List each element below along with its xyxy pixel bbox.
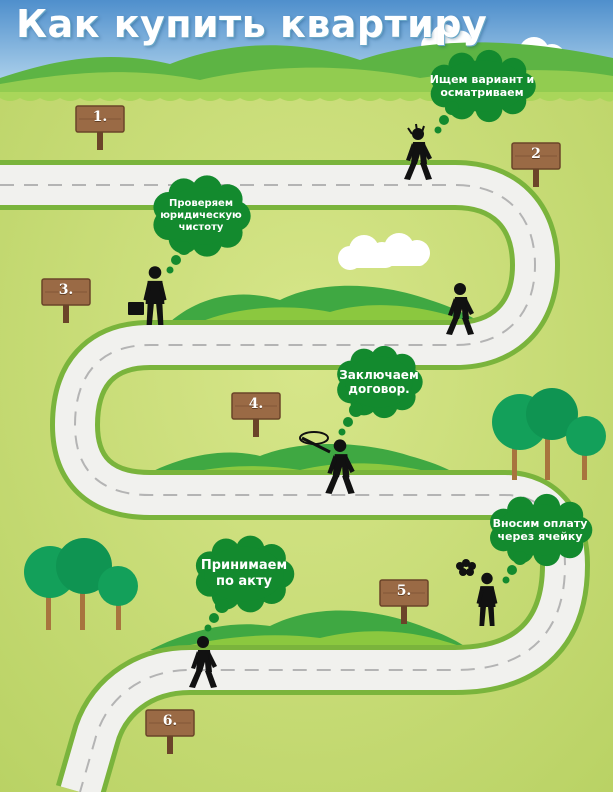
step-2-number: 2 — [531, 146, 541, 162]
step-5-text: Вносим оплату через ячейку — [492, 516, 588, 543]
signpost-1 — [75, 105, 125, 150]
trees-left — [24, 538, 138, 630]
step-2-text: Ищем вариант и осматриваем — [429, 72, 535, 99]
trees-right — [492, 388, 606, 480]
signpost-4 — [231, 392, 281, 437]
speech-bubble-2 — [153, 175, 251, 274]
signposts — [41, 105, 561, 754]
speech-bubble-5 — [195, 535, 295, 632]
page-title: Как купить квартиру — [16, 2, 488, 46]
flower-icon — [456, 559, 476, 576]
step-1-number: 1. — [92, 109, 108, 125]
road — [0, 160, 590, 792]
speech-bubble-3 — [337, 345, 423, 436]
step-4-number: 4. — [248, 396, 264, 412]
step-4-text: Заключаем договор. — [339, 367, 419, 396]
signpost-3 — [41, 278, 91, 323]
surprise-icon — [407, 123, 425, 135]
signpost-5 — [379, 579, 429, 624]
speech-bubble-1 — [430, 49, 536, 134]
speech-bubbles — [153, 49, 593, 632]
step-3-text: Проверяем юридическую чистоту — [160, 198, 242, 233]
step-5-number: 5. — [396, 583, 412, 599]
step-6-number: 6. — [162, 713, 178, 729]
signpost-6 — [145, 709, 195, 754]
step-6-text: Принимаем по акту — [200, 558, 288, 589]
step-3-number: 3. — [58, 282, 74, 298]
people — [128, 128, 498, 688]
speech-bubble-4 — [490, 493, 593, 584]
signpost-2 — [511, 142, 561, 187]
